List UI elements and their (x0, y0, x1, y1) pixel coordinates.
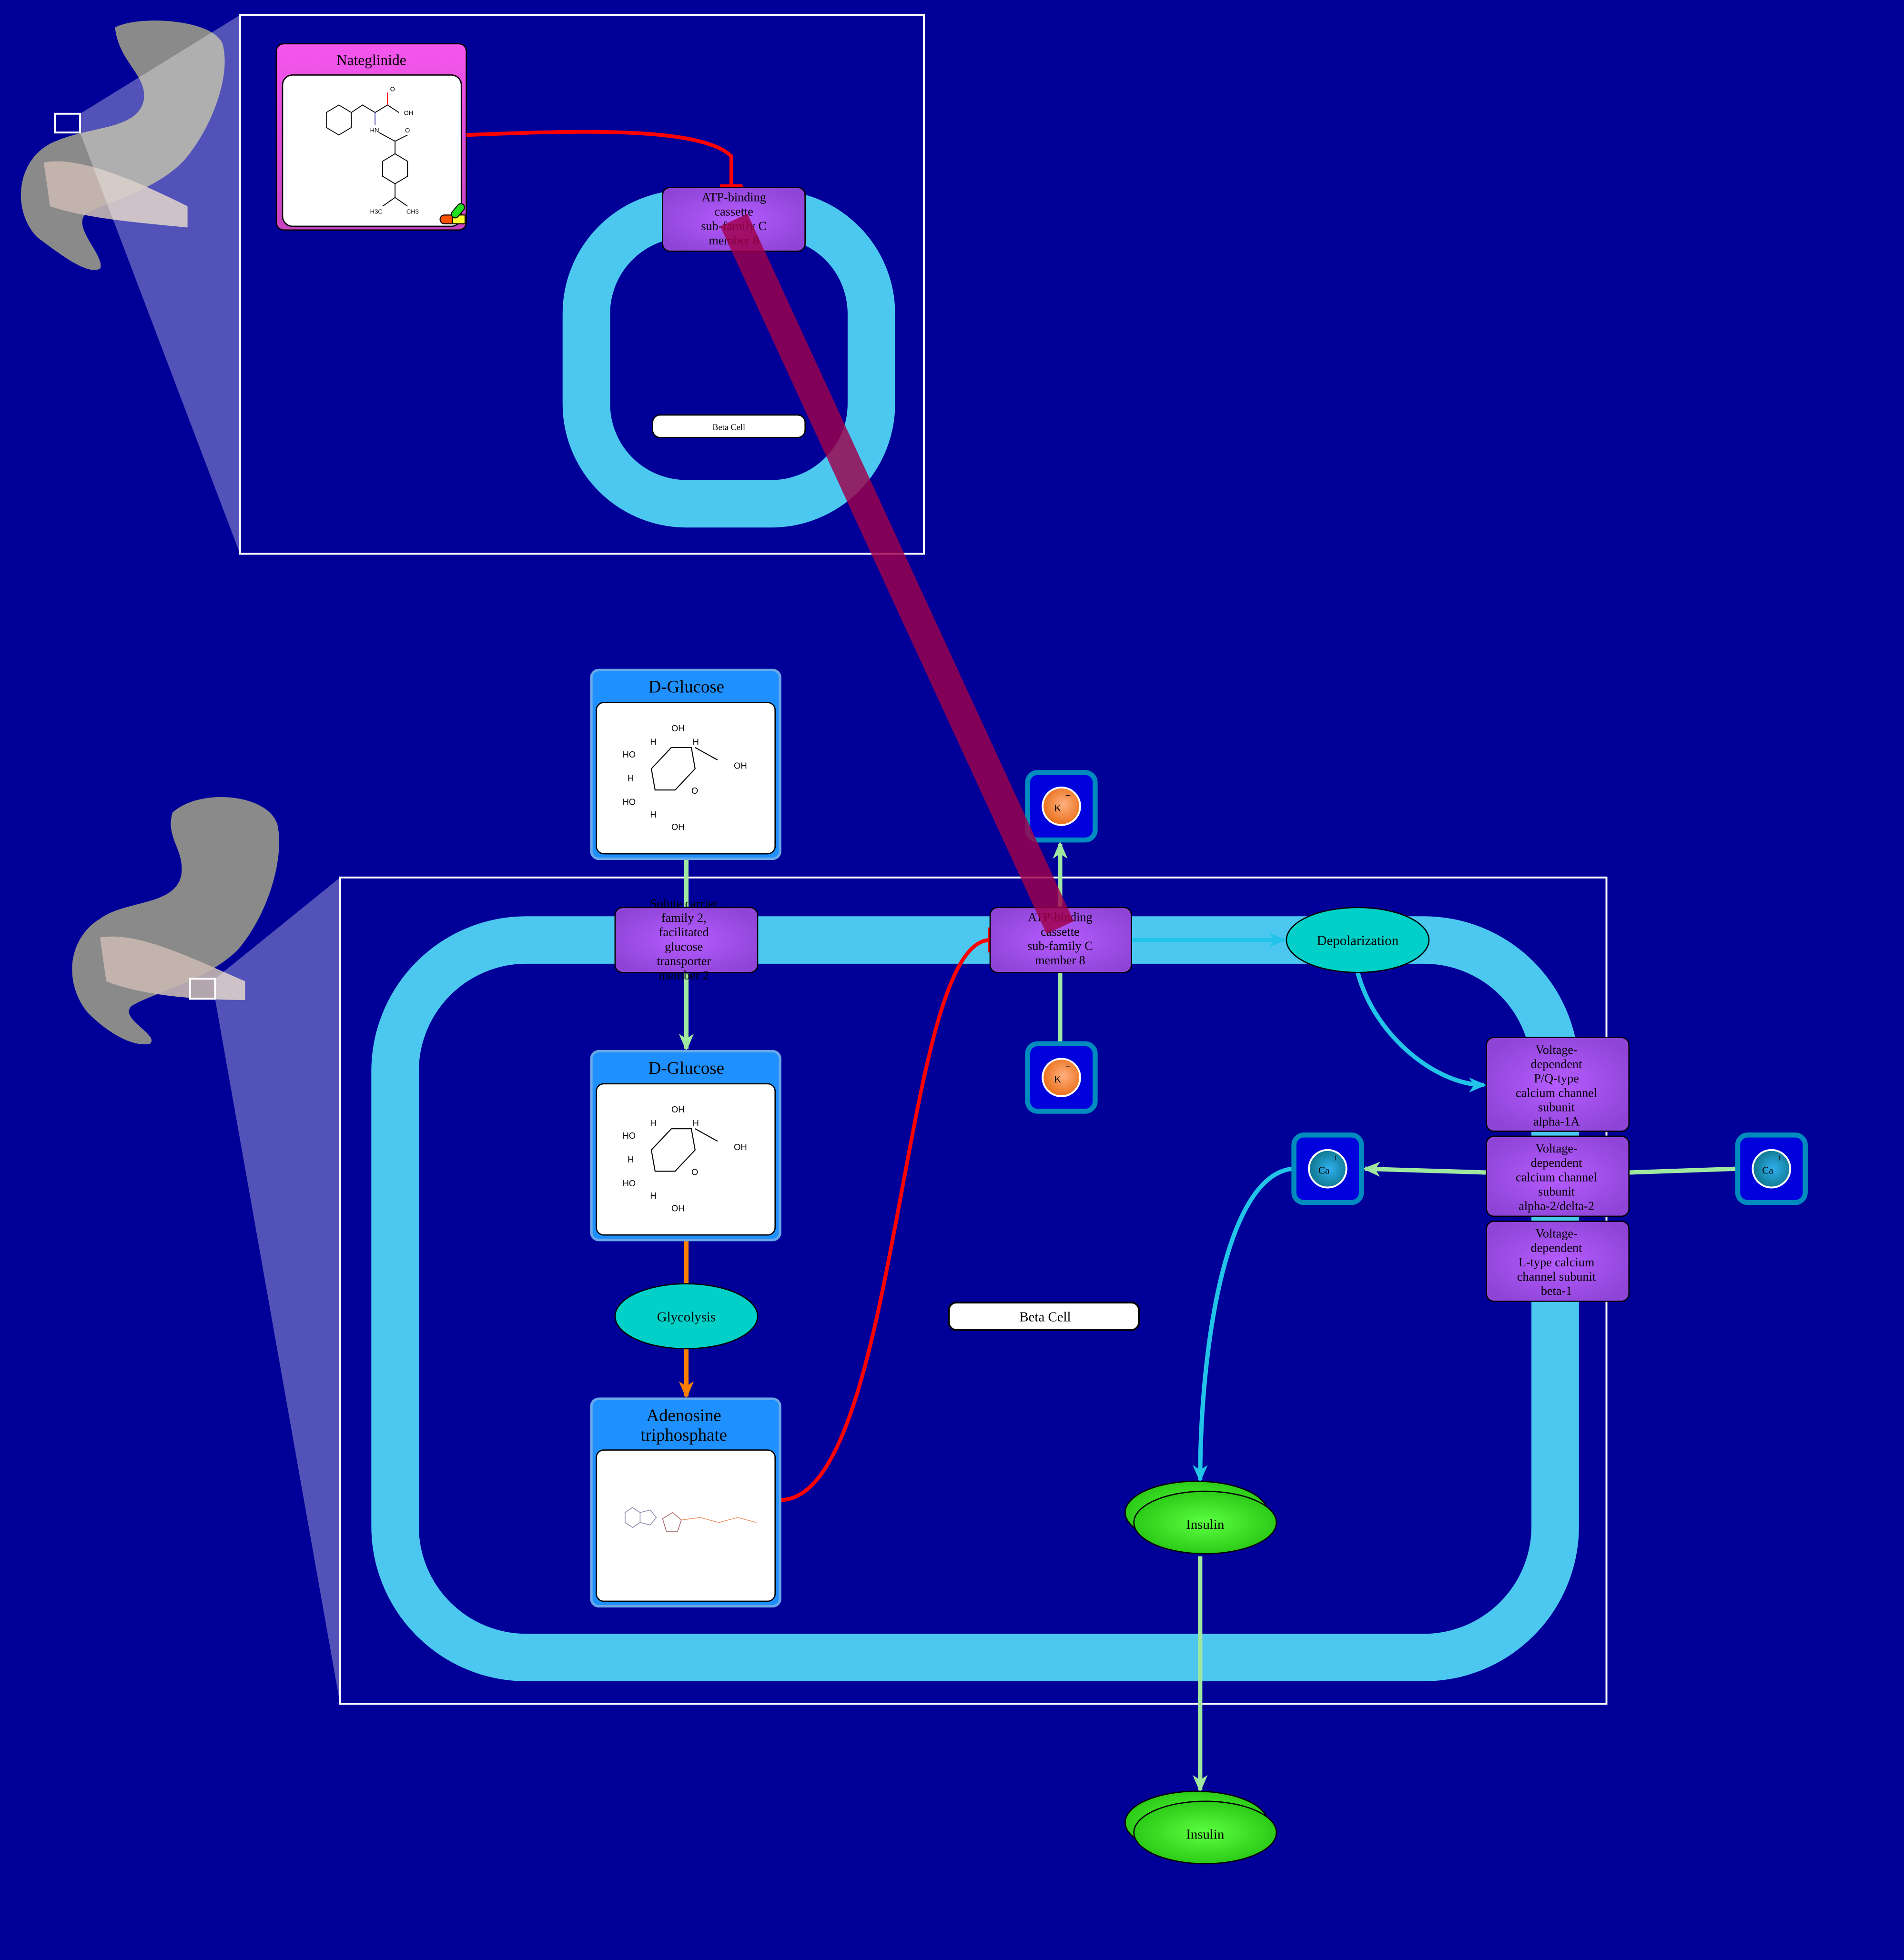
top-beta-cell-label: Beta Cell (652, 414, 806, 438)
ion-label: K (1054, 1073, 1061, 1085)
atom-label: H (628, 773, 634, 783)
inhibition-edge-nateglinide-to-target[interactable] (466, 130, 733, 188)
glucose-structure: OH H HO H H HO H O OH OH (623, 1104, 747, 1213)
atom-label: OH (671, 1104, 685, 1114)
nateglinide-node[interactable]: Nateglinide O OH HN O H3C CH3 (275, 43, 467, 231)
compartment-label: Beta Cell (1019, 1309, 1071, 1324)
zoom-projection (215, 877, 340, 1704)
cross-panel-identity-link (720, 213, 1074, 934)
drug-capsule-icon (439, 203, 466, 224)
potassium-extracellular-node[interactable]: K + (1025, 770, 1098, 843)
main-zoom-panel (339, 876, 1608, 1705)
ion-label: K (1054, 802, 1061, 814)
insulin-label: Insulin (1186, 1517, 1224, 1532)
atom-label: O (691, 786, 698, 796)
main-beta-cell-label: Beta Cell (948, 1301, 1140, 1331)
compartment-label: Beta Cell (712, 423, 745, 432)
atom-label: H (693, 1118, 699, 1128)
glucose-structure: OH H HO H H HO H O OH OH (623, 723, 747, 832)
potassium-intracellular-node[interactable]: K + (1025, 1041, 1098, 1114)
depolarization-process-node[interactable]: Depolarization (1286, 907, 1430, 973)
atom-label: OH (671, 822, 685, 832)
atom-label: HO (623, 797, 636, 807)
ion-label: Ca (1318, 1165, 1330, 1176)
metabolite-label: D-Glucose (648, 1058, 724, 1078)
drug-label: Nateglinide (336, 51, 406, 68)
edge-ca-to-insulin[interactable] (1193, 1166, 1293, 1483)
atom-label: O (390, 86, 395, 93)
atom-label: OH (734, 1142, 747, 1152)
atom-label: OH (404, 109, 413, 116)
atom-label: H (628, 1154, 634, 1164)
zoom-region-marker (54, 112, 81, 134)
ion-charge: + (1333, 1152, 1338, 1163)
atom-label: OH (671, 1203, 685, 1213)
atom-label: HO (623, 1131, 636, 1141)
process-label: Depolarization (1317, 933, 1398, 949)
atom-label: H (650, 737, 656, 747)
atom-label: HO (623, 1178, 636, 1188)
insulin-secreted-node[interactable]: Insulin (1124, 1790, 1277, 1865)
calcium-intracellular-node[interactable]: Ca + (1291, 1132, 1364, 1205)
process-label: Glycolysis (657, 1309, 716, 1324)
atom-label: H (650, 1191, 656, 1201)
inhibition-edge-atp-to-katp[interactable] (780, 938, 991, 1502)
glycolysis-process-node[interactable]: Glycolysis (614, 1283, 759, 1350)
atom-label: O (691, 1167, 698, 1177)
pancreas-stomach-icon-top (20, 15, 240, 554)
zoom-projection (80, 15, 240, 554)
ion-charge: + (1776, 1152, 1782, 1163)
ion-label: Ca (1762, 1165, 1773, 1176)
d-glucose-intracellular-node[interactable]: D-Glucose OH H HO H H HO H O OH OH (590, 1050, 781, 1242)
atom-label: OH (671, 723, 685, 733)
edge-ca-out-to-cav[interactable] (1629, 1166, 1737, 1175)
calcium-extracellular-node[interactable]: Ca + (1735, 1132, 1808, 1205)
d-glucose-extracellular-node[interactable]: D-Glucose OH H HO H H HO H O OH OH (590, 668, 781, 860)
atom-label: H (693, 737, 699, 747)
ion-charge: + (1065, 790, 1071, 801)
metabolite-label: D-Glucose (648, 677, 724, 697)
atom-label: H (650, 809, 656, 819)
atom-label: H3C (370, 208, 383, 215)
pancreas-stomach-icon-bottom (72, 797, 340, 1704)
nateglinide-structure (325, 92, 408, 207)
atom-label: HN (370, 127, 379, 134)
edge-depolarization-to-cav[interactable] (1355, 972, 1487, 1093)
atom-label: H (650, 1118, 656, 1128)
atom-label: HO (623, 749, 636, 759)
insulin-granule-node[interactable]: Insulin (1124, 1480, 1277, 1555)
ion-charge: + (1065, 1061, 1071, 1072)
atom-label: OH (734, 761, 747, 771)
atom-label: CH3 (406, 208, 419, 215)
edge-cav-to-ca-in[interactable] (1362, 1162, 1487, 1177)
atom-label: O (405, 127, 410, 134)
zoom-region-marker (189, 978, 216, 1000)
insulin-label: Insulin (1186, 1827, 1224, 1842)
atp-structure (625, 1507, 757, 1532)
